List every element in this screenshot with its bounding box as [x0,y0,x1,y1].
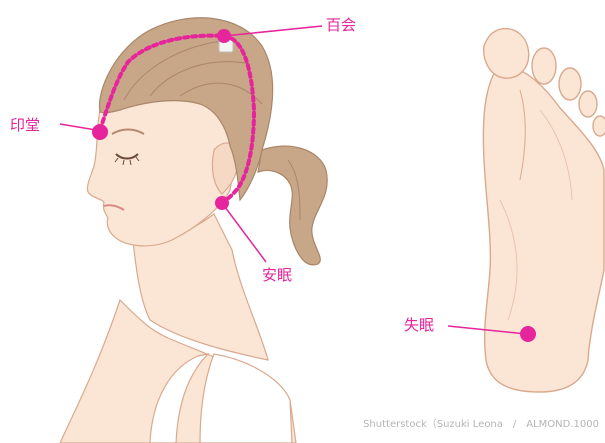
image-credit: Shutterstock（Suzuki Leona / ALMOND.1000 [363,415,599,430]
big-toe [484,29,529,79]
yintang-point-dot [92,124,108,140]
shitsumin-label: 失眠 [404,316,434,334]
shitsumin-point-dot [520,326,536,342]
toe-3 [559,68,581,100]
yintang-label: 印堂 [10,116,40,134]
baihui-point-dot [217,29,231,43]
anmian-label: 安眠 [262,266,292,284]
toe-2 [532,48,556,84]
yintang-pointer-line [60,124,96,130]
toe-5 [593,116,605,136]
anmian-point-dot [215,196,229,210]
foot-sole [448,29,605,392]
baihui-label: 百会 [326,16,356,34]
toe-4 [579,91,597,117]
ponytail [258,146,327,265]
woman-figure [60,18,327,443]
